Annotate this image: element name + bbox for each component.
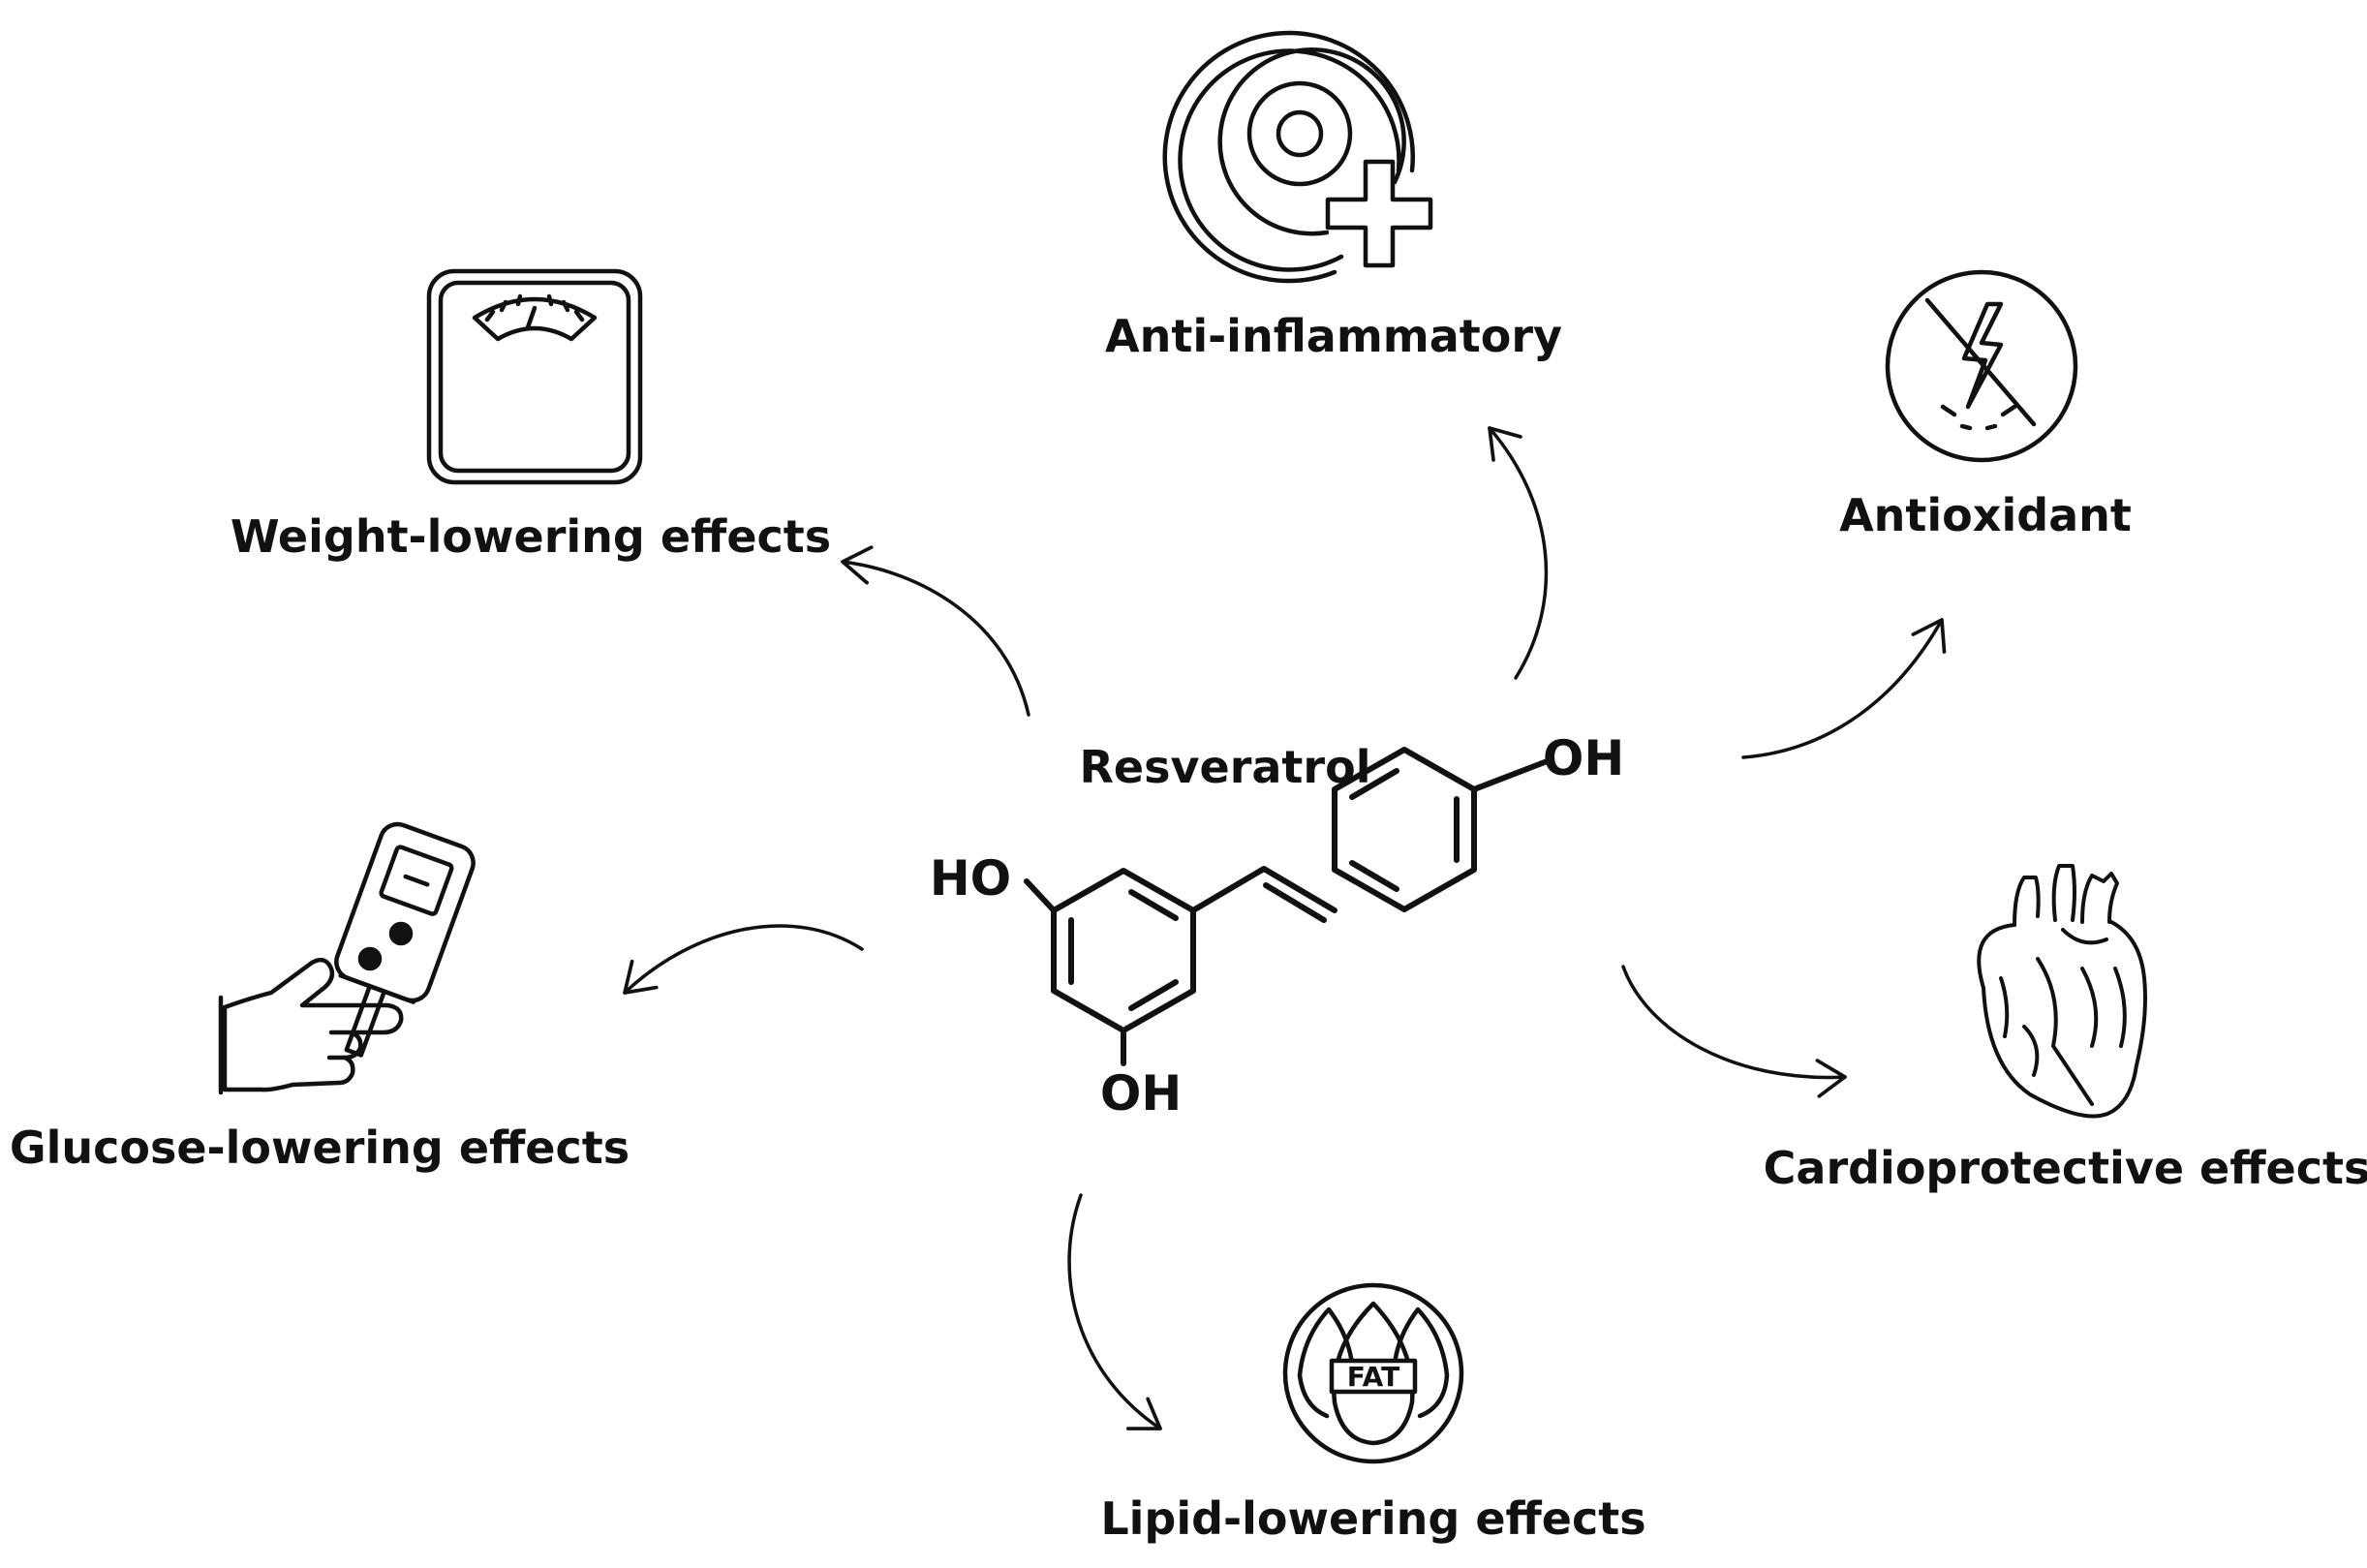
target-plus-icon <box>1162 30 1433 284</box>
effect-label-weight: Weight-lowering effects <box>231 510 831 563</box>
no-lightning-icon <box>1885 269 2078 463</box>
effect-label-lipid: Lipid-lowering effects <box>1100 1492 1645 1545</box>
effect-label-cardio: Cardioprotective effects <box>1764 1142 2367 1194</box>
arrow-lipid <box>1067 1193 1162 1430</box>
hydroxyl-label-top: OH <box>1543 730 1624 786</box>
glucometer-icon <box>218 821 476 1095</box>
arrow-anti-inflammatory <box>1488 426 1549 680</box>
anatomical-heart-icon <box>1977 864 2147 1119</box>
scale-icon <box>426 268 643 485</box>
arrow-antioxidant <box>1741 618 1947 759</box>
effect-label-glucose: Glucose-lowering effects <box>10 1122 630 1174</box>
hydroxyl-label-bottom: OH <box>1100 1065 1182 1122</box>
effect-label-anti-inflammatory: Anti-inflammatory <box>1105 310 1562 362</box>
effect-label-antioxidant: Antioxidant <box>1839 489 2132 541</box>
fat-drop-icon <box>1282 1282 1464 1464</box>
arrow-cardio <box>1621 965 1847 1098</box>
arrows <box>623 426 1947 1430</box>
resveratrol-structure: Resveratrol OH HO OH <box>930 730 1624 1122</box>
fat-label: FAT <box>1347 1361 1400 1393</box>
molecule-title: Resveratrol <box>1080 741 1371 793</box>
arrow-glucose <box>623 924 864 995</box>
hydroxyl-label-left: HO <box>930 850 1011 907</box>
arrow-weight <box>841 545 1030 717</box>
